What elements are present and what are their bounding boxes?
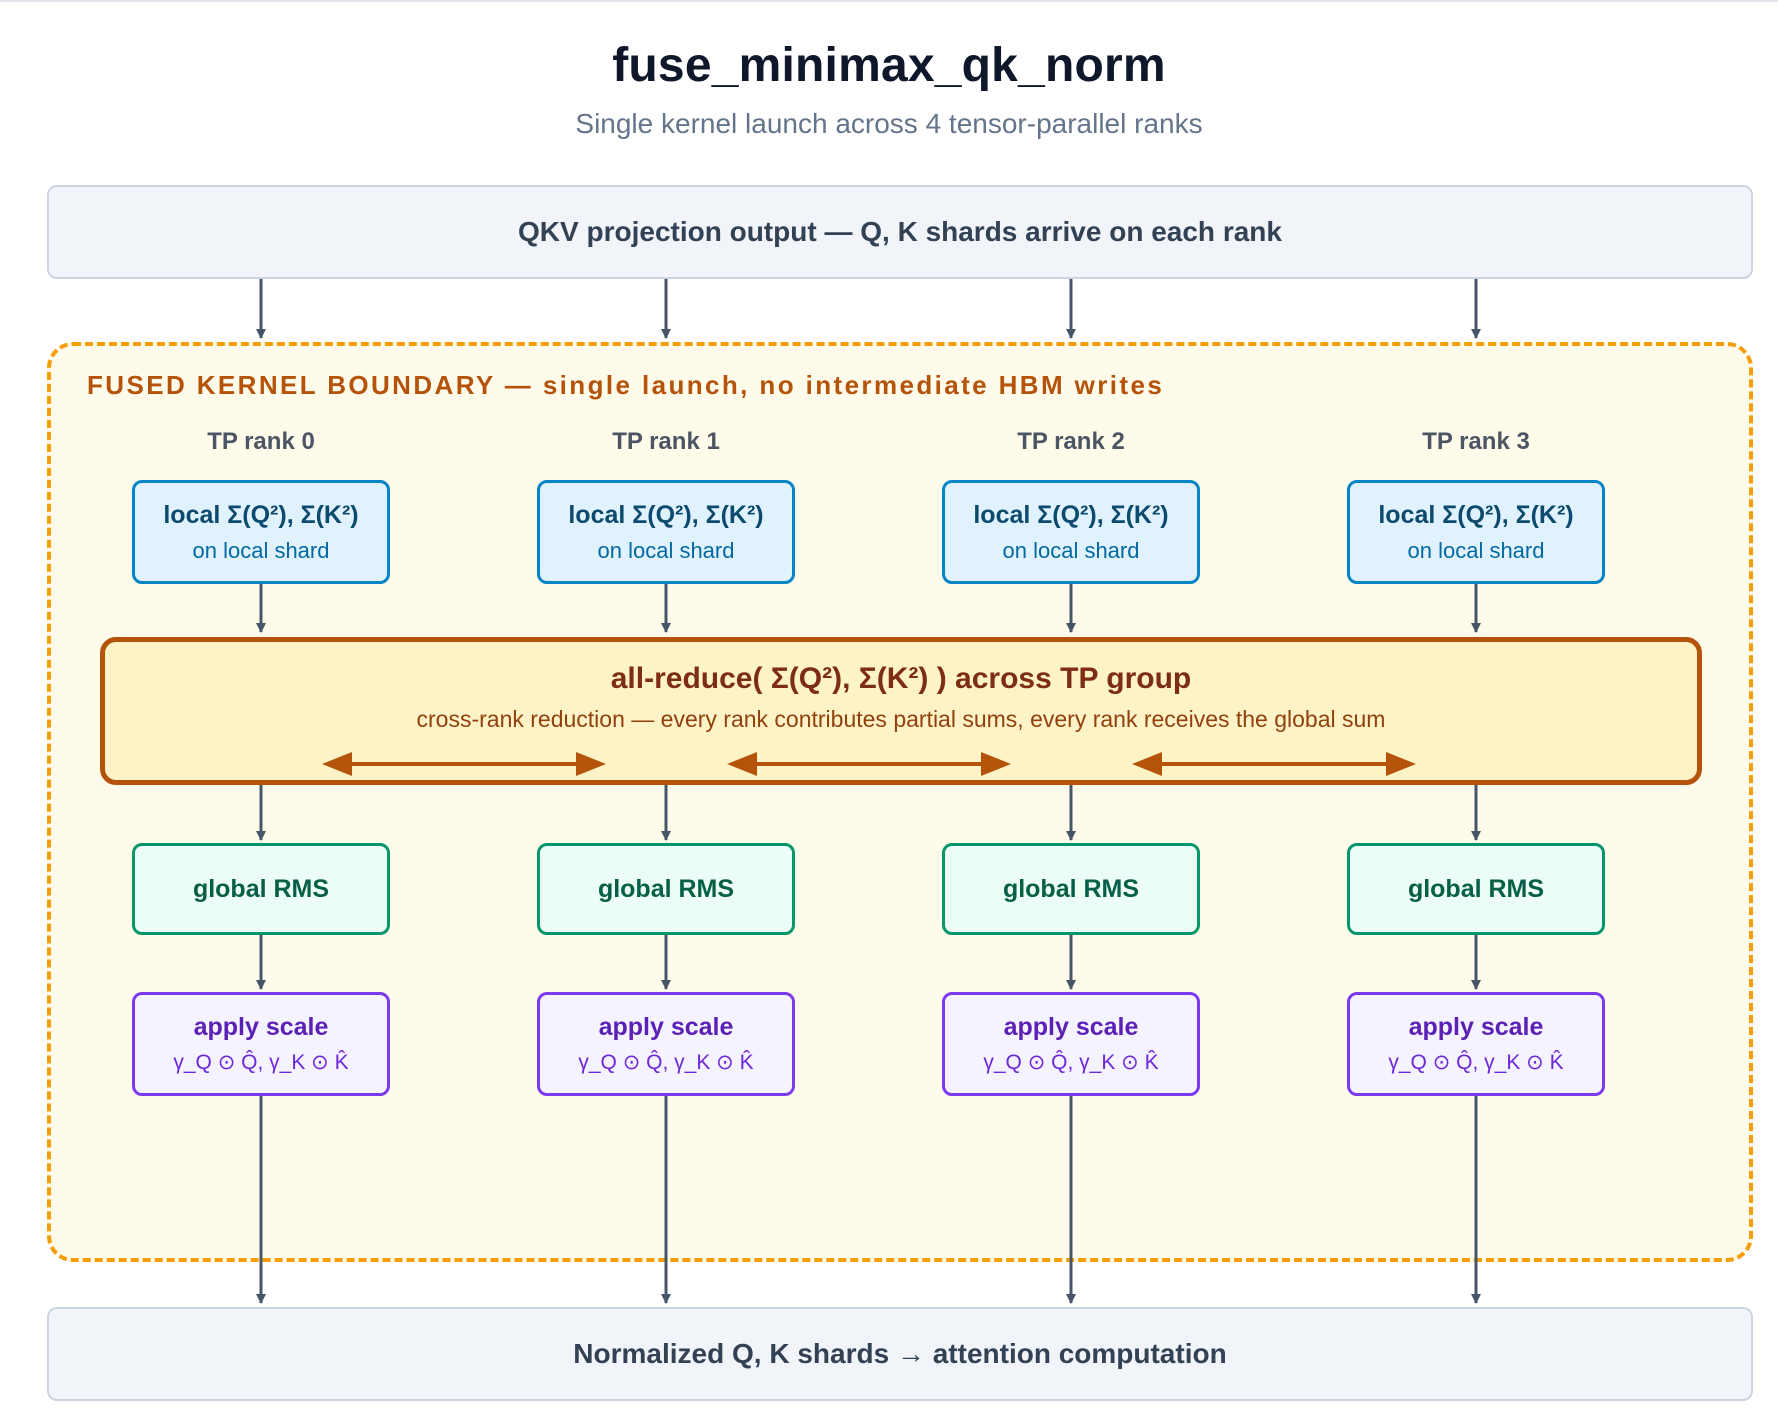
apply-scale-title: apply scale	[1003, 1013, 1139, 1041]
apply-scale-formula: γ_Q ⊙ Q̂, γ_K ⊙ K̂	[983, 1051, 1159, 1074]
global-rms-label: global RMS	[1407, 874, 1545, 903]
exchange-arrow	[727, 752, 1011, 776]
boundary-label: FUSED KERNEL BOUNDARY — single launch, n…	[87, 370, 1165, 400]
local-sum-subtitle: on local shard	[192, 537, 330, 563]
local-sum-subtitle: on local shard	[597, 537, 735, 563]
rank-label: TP rank 2	[1017, 428, 1125, 455]
apply-scale-title: apply scale	[1408, 1013, 1544, 1041]
local-sum-title: local Σ(Q²), Σ(K²)	[1378, 500, 1574, 529]
apply-scale-formula: γ_Q ⊙ Q̂, γ_K ⊙ K̂	[578, 1051, 754, 1074]
exchange-arrow	[1132, 752, 1416, 776]
diagram-title: fuse_minimax_qk_norm	[612, 39, 1166, 92]
global-rms-box: global RMS	[942, 843, 1200, 935]
input-box-label: QKV projection output — Q, K shards arri…	[518, 216, 1282, 247]
global-rms-label: global RMS	[192, 874, 330, 903]
rank-label: TP rank 3	[1422, 428, 1530, 455]
apply-scale-formula: γ_Q ⊙ Q̂, γ_K ⊙ K̂	[173, 1051, 349, 1074]
apply-scale-box: apply scale γ_Q ⊙ Q̂, γ_K ⊙ K̂	[942, 992, 1200, 1096]
global-rms-box: global RMS	[132, 843, 390, 935]
apply-scale-box: apply scale γ_Q ⊙ Q̂, γ_K ⊙ K̂	[1347, 992, 1605, 1096]
local-sum-box: local Σ(Q²), Σ(K²) on local shard	[942, 480, 1200, 584]
local-sum-subtitle: on local shard	[1407, 537, 1545, 563]
local-sum-box: local Σ(Q²), Σ(K²) on local shard	[537, 480, 795, 584]
rank-label: TP rank 0	[207, 428, 315, 455]
all-reduce-subtitle: cross-rank reduction — every rank contri…	[416, 706, 1386, 732]
local-sum-title: local Σ(Q²), Σ(K²)	[163, 500, 359, 529]
exchange-arrow	[322, 752, 606, 776]
global-rms-label: global RMS	[1002, 874, 1140, 903]
input-box: QKV projection output — Q, K shards arri…	[47, 185, 1753, 279]
local-sum-title: local Σ(Q²), Σ(K²)	[568, 500, 764, 529]
apply-scale-title: apply scale	[193, 1013, 329, 1041]
all-reduce-title: all-reduce( Σ(Q²), Σ(K²) ) across TP gro…	[610, 662, 1192, 695]
apply-scale-box: apply scale γ_Q ⊙ Q̂, γ_K ⊙ K̂	[132, 992, 390, 1096]
apply-scale-title: apply scale	[598, 1013, 734, 1041]
apply-scale-formula: γ_Q ⊙ Q̂, γ_K ⊙ K̂	[1388, 1051, 1564, 1074]
top-divider	[0, 0, 1778, 2]
apply-scale-box: apply scale γ_Q ⊙ Q̂, γ_K ⊙ K̂	[537, 992, 795, 1096]
global-rms-box: global RMS	[537, 843, 795, 935]
global-rms-label: global RMS	[597, 874, 735, 903]
local-sum-box: local Σ(Q²), Σ(K²) on local shard	[132, 480, 390, 584]
diagram-subtitle: Single kernel launch across 4 tensor-par…	[575, 108, 1203, 139]
rank-label: TP rank 1	[612, 428, 720, 455]
output-box: Normalized Q, K shards → attention compu…	[47, 1307, 1753, 1401]
local-sum-title: local Σ(Q²), Σ(K²)	[973, 500, 1169, 529]
all-reduce-box	[100, 637, 1702, 785]
local-sum-box: local Σ(Q²), Σ(K²) on local shard	[1347, 480, 1605, 584]
output-box-label: Normalized Q, K shards → attention compu…	[573, 1338, 1227, 1369]
global-rms-box: global RMS	[1347, 843, 1605, 935]
local-sum-subtitle: on local shard	[1002, 537, 1140, 563]
